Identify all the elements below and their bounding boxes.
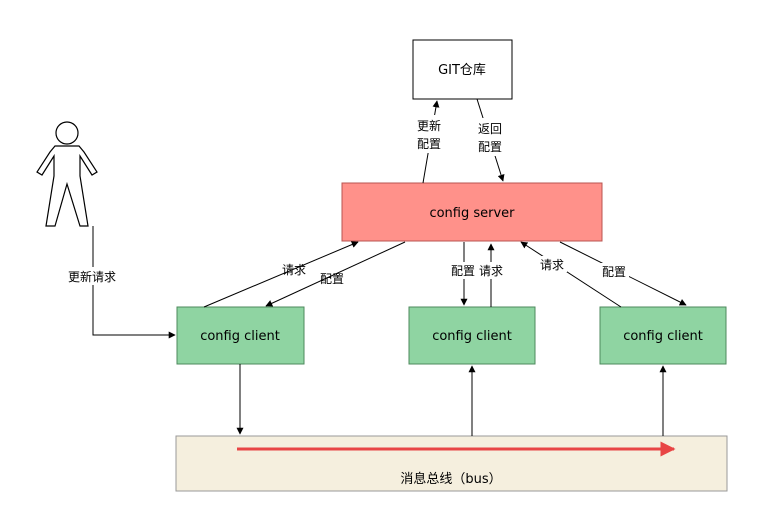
edge-left-request: [203, 241, 359, 308]
label-middle-config: 配置: [451, 264, 475, 278]
edge-left-config: [265, 241, 406, 307]
user-actor-icon: [36, 121, 98, 227]
config-client-left-node: config client: [176, 306, 305, 365]
git-repository-node: GIT仓库: [412, 39, 513, 100]
config-client-left-label: config client: [200, 329, 280, 344]
label-left-request: 请求: [282, 263, 306, 277]
config-client-middle-label: config client: [432, 329, 512, 344]
label-left-config: 配置: [320, 272, 344, 286]
label-return-config-line1: 返回: [478, 122, 502, 136]
edge-right-request: [520, 241, 622, 308]
edge-user-update-request: [92, 226, 176, 339]
config-client-right-label: config client: [623, 329, 703, 344]
config-server-node: config server: [341, 182, 603, 242]
config-client-middle-node: config client: [408, 306, 536, 365]
git-repository-label: GIT仓库: [438, 62, 486, 78]
label-update-config-line2: 配置: [417, 137, 441, 151]
label-update-config-line1: 更新: [417, 118, 441, 133]
message-bus: 消息总线（bus）: [175, 435, 728, 492]
label-right-config: 配置: [602, 265, 626, 279]
label-return-config-line2: 配置: [478, 140, 502, 154]
label-user-update-request: 更新请求: [68, 269, 116, 284]
config-server-label: config server: [429, 206, 515, 221]
label-middle-request: 请求: [479, 264, 503, 278]
label-right-request: 请求: [540, 258, 564, 272]
config-client-right-node: config client: [599, 306, 727, 365]
message-bus-box: [175, 435, 728, 492]
message-bus-label: 消息总线（bus）: [400, 471, 501, 487]
